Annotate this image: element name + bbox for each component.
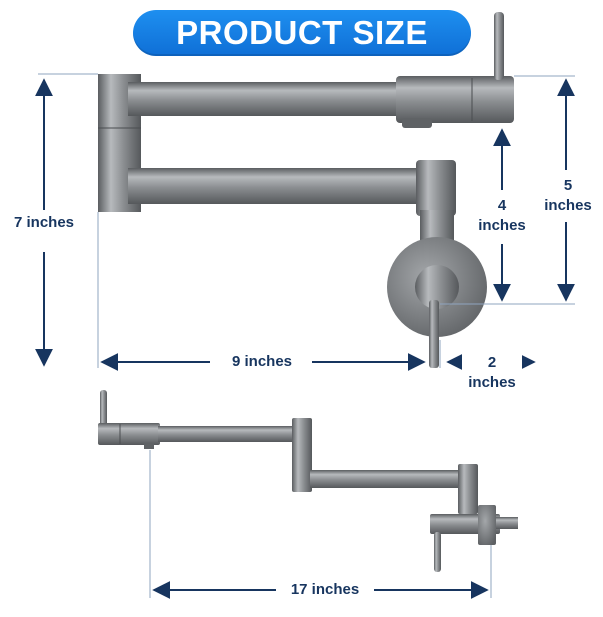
extended-valve-stem [434, 532, 441, 572]
label-rise-short-unit: inches [478, 217, 526, 234]
valve-stem [429, 300, 439, 368]
label-reach-extended: 17 inches [278, 580, 372, 600]
wall-plate-boss [415, 265, 459, 309]
extended-arm-1 [158, 426, 298, 442]
label-rise-tall: 5 inches [538, 176, 598, 216]
label-rise-short: 4 inches [474, 196, 530, 236]
label-rise-short-num: 4 [497, 197, 507, 214]
label-depth: 2 inches [462, 353, 522, 393]
extended-inlet [496, 517, 518, 529]
extended-handle-lever [100, 390, 107, 426]
label-rise-tall-num: 5 [563, 177, 573, 194]
extended-faucet-illustration [98, 390, 518, 572]
folded-faucet-illustration [98, 12, 514, 368]
upper-arm [128, 82, 398, 116]
label-reach-folded: 9 inches [214, 352, 310, 372]
extended-elbow-1 [292, 418, 312, 492]
banner-title: PRODUCT SIZE [176, 14, 428, 51]
handle-lever [494, 12, 504, 80]
spout-head [396, 76, 514, 123]
extended-elbow-2 [458, 464, 478, 514]
extended-spout-head [98, 423, 160, 445]
lower-arm [128, 168, 448, 204]
label-height-total: 7 inches [6, 213, 82, 233]
elbow-joint [416, 160, 456, 216]
product-size-banner: PRODUCT SIZE [133, 10, 471, 56]
label-depth-unit: inches [468, 374, 516, 391]
extended-arm-2 [310, 470, 470, 488]
spout-nozzle [402, 118, 432, 128]
extended-wall-plate [478, 505, 496, 545]
label-depth-num: 2 [487, 354, 497, 371]
label-rise-tall-unit: inches [544, 197, 592, 214]
